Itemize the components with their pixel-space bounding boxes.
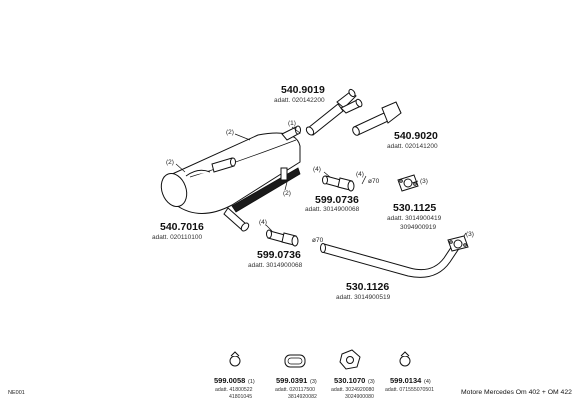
clamp-599-0736-upper xyxy=(322,175,355,192)
leader-lines xyxy=(175,126,467,237)
qty-silencer-top-label: (2) xyxy=(226,129,234,136)
qty-gasket-lower-label: (3) xyxy=(466,231,474,238)
part-number-540-7016: 540.7016 xyxy=(160,221,204,233)
accessory-599-0391 xyxy=(284,354,306,368)
accessory-530-1070 xyxy=(339,349,361,370)
part-number-530-1126: 530.1126 xyxy=(346,281,389,293)
qty-clamp-upper-label: (4) xyxy=(313,166,321,173)
flange-530-1125 xyxy=(397,174,419,192)
accessory-qty-599-0134: (4) xyxy=(424,379,431,385)
qty-silencer-left-label: (2) xyxy=(166,159,174,166)
accessory-qty-599-0391: (3) xyxy=(310,379,317,385)
qty-clamp-lower-label: (4) xyxy=(259,219,267,226)
tailpipe-angled-540-9020 xyxy=(352,101,402,136)
diameter-upper-label: ø70 xyxy=(368,178,380,185)
accessory-qty-530-1070: (3) xyxy=(368,379,375,385)
qty-flange-clamp-label: (4) xyxy=(356,171,364,178)
qty-gasket-upper-label: (3) xyxy=(420,178,428,185)
part-ref-599-0736-upper: adatt. 3014900068 xyxy=(305,206,360,213)
accessory-number-599-0134: 599.0134 xyxy=(390,376,422,385)
diagram-title: Motore Mercedes Om 402 + OM 422 xyxy=(461,389,572,396)
accessory-ref-599-0134: adatt. 071555070501 xyxy=(385,387,434,393)
accessory-ref-599-0391: adatt. 020117500 xyxy=(275,387,315,393)
qty-tailpipe-label: (1) xyxy=(288,120,296,127)
accessory-qty-599-0058: (1) xyxy=(248,379,255,385)
accessory-ref2-599-0058: 41801045 xyxy=(229,394,252,400)
accessory-number-599-0058: 599.0058 xyxy=(214,376,245,385)
part-ref-599-0736-lower: adatt. 3014900068 xyxy=(248,262,303,269)
part-number-540-9020: 540.9020 xyxy=(394,130,438,142)
part-ref-540-7016: adatt. 020110100 xyxy=(152,234,203,241)
part-ref-540-9020: adatt. 020141200 xyxy=(387,143,438,150)
accessory-ref2-599-0391: 3814920082 xyxy=(288,394,317,400)
part-ref-540-9019: adatt. 020142200 xyxy=(274,97,325,104)
silencer-540-7016 xyxy=(160,125,301,232)
accessory-599-0058 xyxy=(229,351,241,367)
part-ref-530-1125: adatt. 3014900419 xyxy=(387,215,442,222)
part-ref2-530-1125: 3094900919 xyxy=(400,224,437,231)
part-number-530-1125: 530.1125 xyxy=(393,202,436,214)
accessory-number-530-1070: 530.1070 xyxy=(334,376,365,385)
accessory-ref-530-1070: adatt. 3024920080 xyxy=(331,387,374,393)
accessory-number-599-0391: 599.0391 xyxy=(276,376,307,385)
part-number-599-0736-upper: 599.0736 xyxy=(315,194,359,206)
accessory-ref2-530-1070: 3024900080 xyxy=(345,394,374,400)
front-pipe-530-1126 xyxy=(320,235,469,278)
part-number-599-0736-lower: 599.0736 xyxy=(257,249,301,261)
part-ref-530-1126: adatt. 3014900519 xyxy=(336,294,391,301)
diagram-code: NE001 xyxy=(8,390,25,396)
accessory-ref-599-0058: adatt. 41800522 xyxy=(215,387,253,393)
qty-silencer-mid-label: (2) xyxy=(283,190,291,197)
diameter-lower-label: ø70 xyxy=(312,237,324,244)
accessory-599-0134 xyxy=(399,351,411,367)
clamp-599-0736-lower xyxy=(266,229,299,247)
tailpipe-twin-540-9019 xyxy=(305,88,363,136)
part-number-540-9019: 540.9019 xyxy=(281,84,325,96)
